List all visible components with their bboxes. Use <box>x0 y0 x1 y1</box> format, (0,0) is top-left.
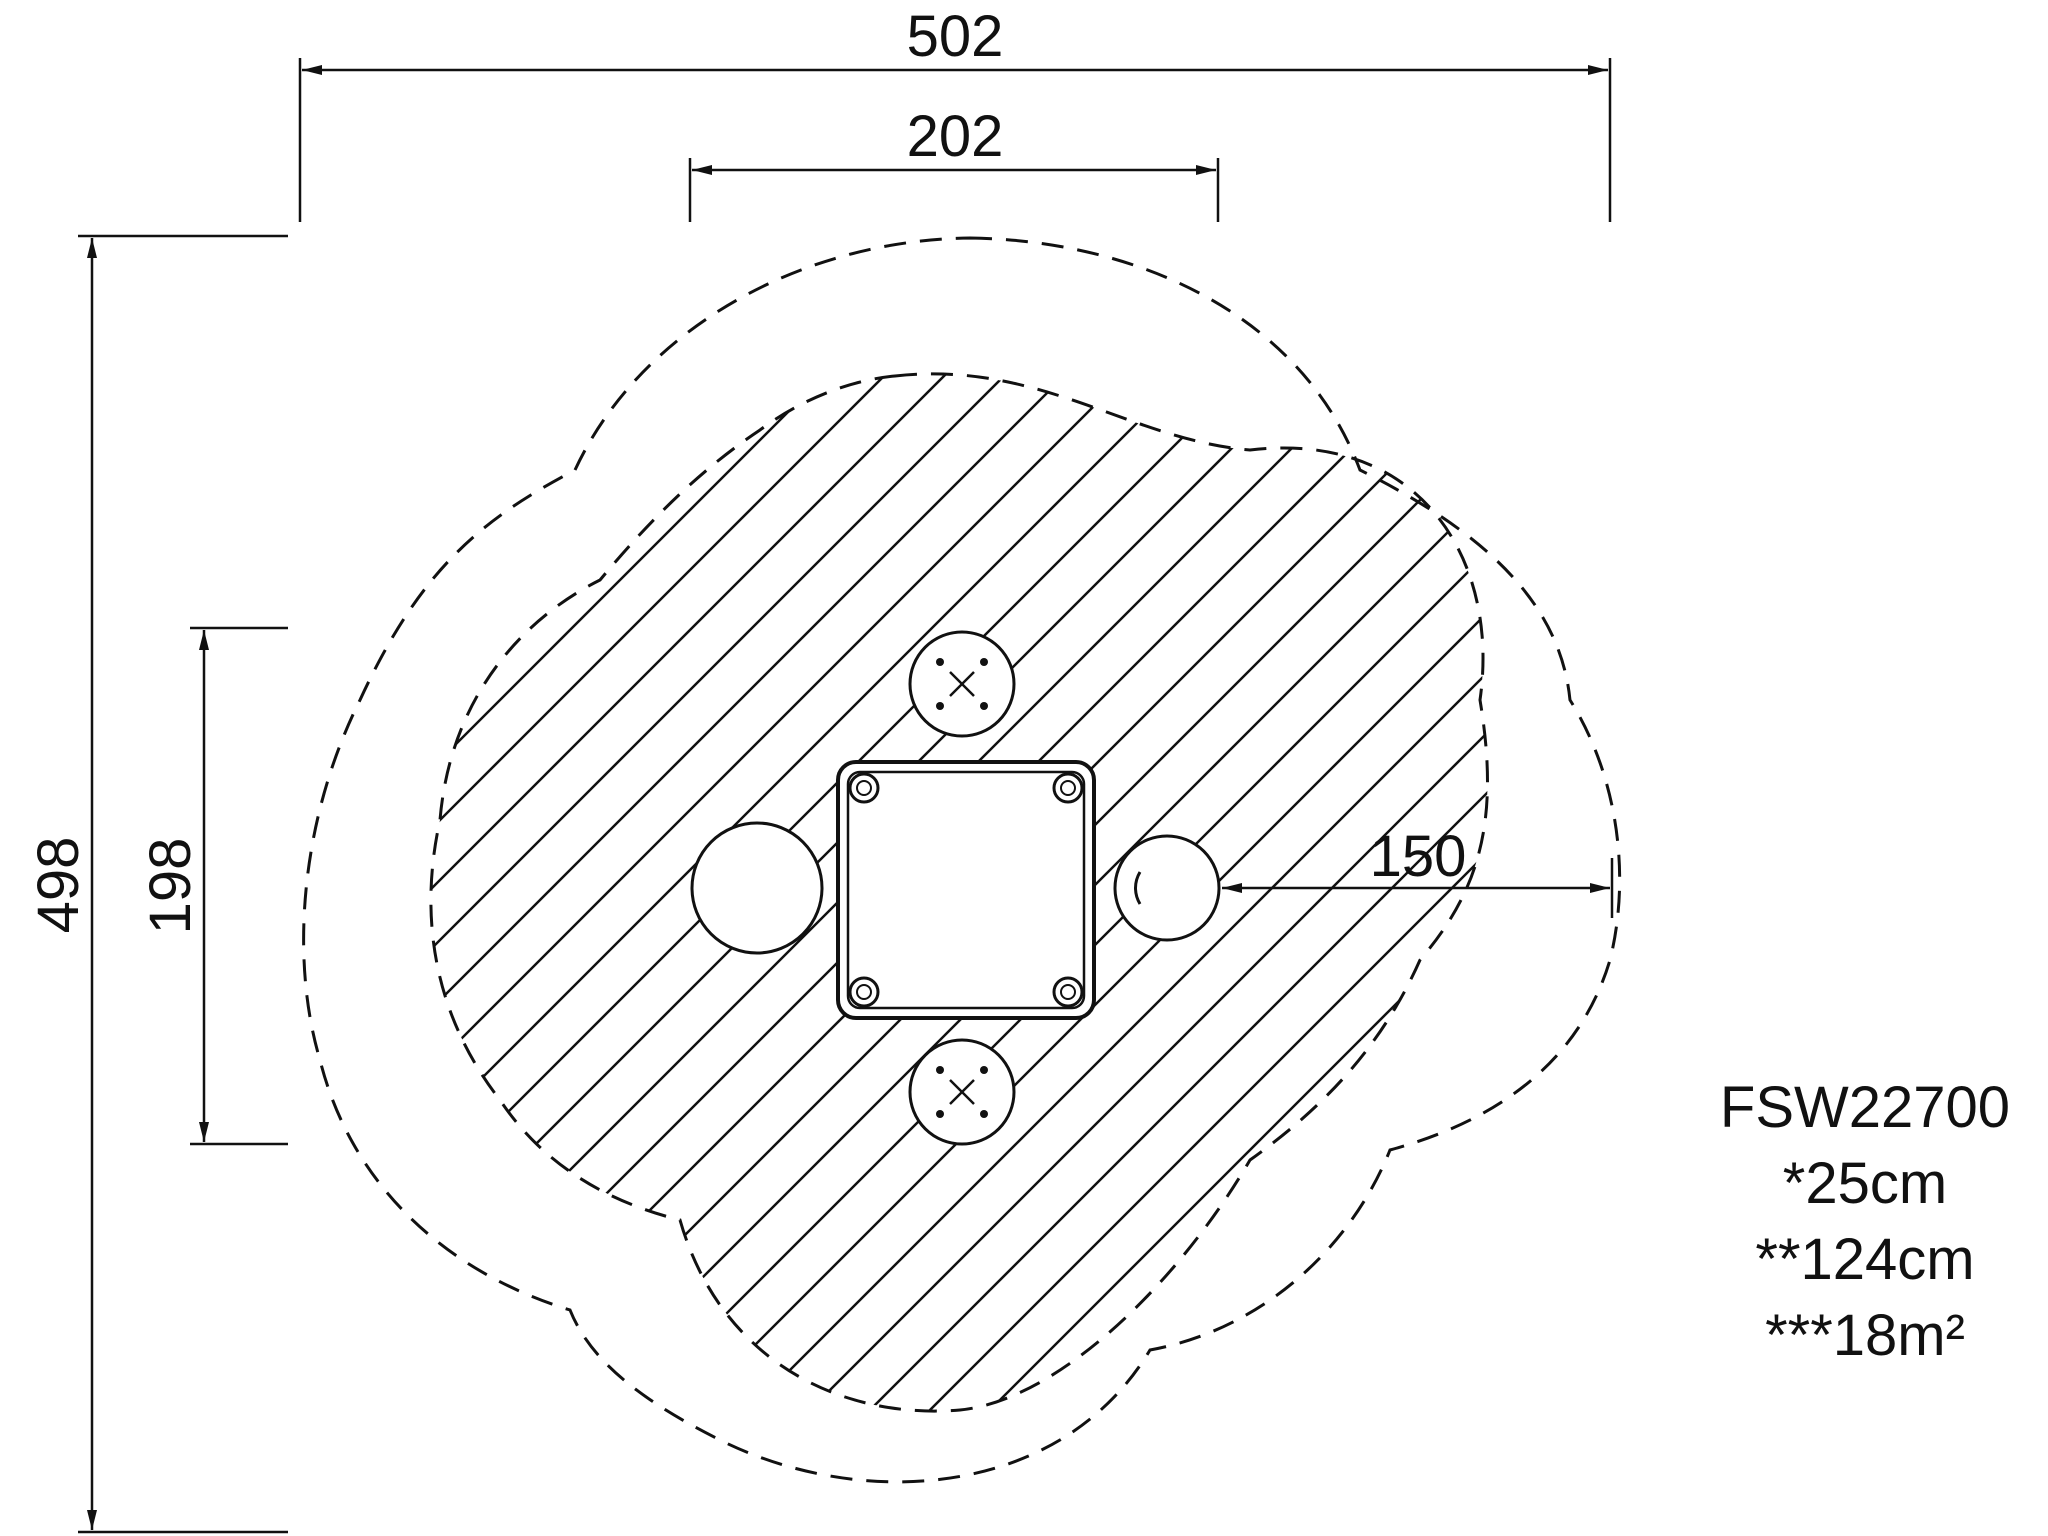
hatch-line <box>430 373 1321 1412</box>
hatch-line <box>679 373 1488 1412</box>
corner-post <box>1052 976 1084 1008</box>
hatch-line <box>430 373 1441 1412</box>
hatch-line <box>430 373 1488 1412</box>
seat-left <box>690 821 824 955</box>
corner-post <box>1052 772 1084 804</box>
hatch-line <box>430 373 1488 1412</box>
seat-right <box>1113 834 1221 942</box>
inner-safety-zone <box>429 372 1489 1413</box>
hatch-line <box>430 373 1488 1412</box>
dimension-overall-depth: 498 <box>26 234 288 1534</box>
hatch-line <box>430 373 961 1412</box>
dimension-label-498: 498 <box>26 837 91 934</box>
dimension-label-198: 198 <box>138 838 203 935</box>
model-number: FSW22700 <box>1719 1075 2011 1140</box>
seat-top <box>908 630 1016 738</box>
hatch-line <box>619 373 1488 1412</box>
dimension-label-502: 502 <box>907 4 1004 69</box>
spec-line-area: ***18m² <box>1765 1303 1965 1368</box>
hatch-line <box>430 373 1488 1412</box>
central-platform-inner <box>846 770 1086 1010</box>
spec-line-height: **124cm <box>1755 1227 1975 1292</box>
dimension-inner-depth: 198 <box>138 626 288 1146</box>
corner-post <box>848 772 880 804</box>
hatch-line <box>559 373 1488 1412</box>
seat-bottom <box>908 1038 1016 1146</box>
hatch-line <box>430 373 1381 1412</box>
dimension-label-202: 202 <box>907 104 1004 169</box>
corner-post <box>848 976 880 1008</box>
hatch-line <box>430 373 1261 1412</box>
hatch-line <box>499 373 1488 1412</box>
hatch-line <box>799 373 1488 1412</box>
central-platform <box>836 760 1096 1020</box>
dimension-inner-width: 202 <box>688 104 1220 222</box>
product-spec-block: FSW22700 *25cm **124cm ***18m² <box>1700 1070 2030 1374</box>
spec-line-free-fall: *25cm <box>1782 1151 1948 1216</box>
dimension-overall-width: 502 <box>298 4 1612 222</box>
outer-safety-zone <box>302 236 1622 1484</box>
dimension-label-150: 150 <box>1370 824 1467 889</box>
dimension-side-clearance: 150 <box>1222 824 1614 918</box>
hatch-line <box>739 373 1488 1412</box>
